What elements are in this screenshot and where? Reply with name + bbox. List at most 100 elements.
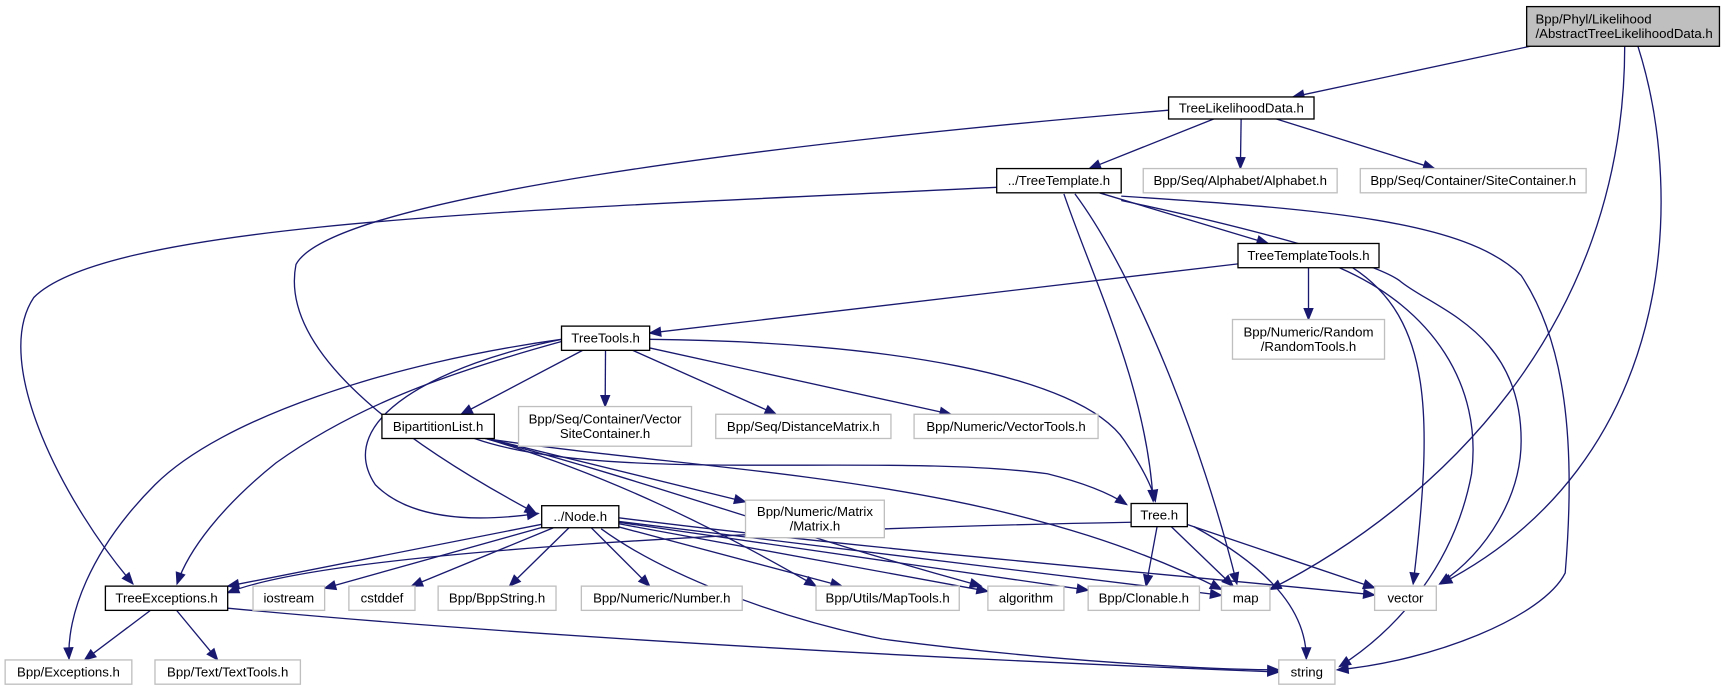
node-label: Bpp/BppString.h bbox=[449, 591, 545, 606]
node-box bbox=[1373, 585, 1437, 612]
node-ttt[interactable]: TreeTemplateTools.h bbox=[1237, 242, 1380, 269]
node-tools[interactable]: TreeTools.h bbox=[560, 325, 651, 352]
node-box bbox=[4, 659, 133, 685]
node-label: Bpp/Numeric/Number.h bbox=[593, 591, 730, 606]
edge-node-string bbox=[600, 528, 1279, 671]
node-box bbox=[1142, 167, 1338, 194]
node-box bbox=[252, 585, 326, 612]
node-tld[interactable]: TreeLikelihoodData.h bbox=[1167, 96, 1315, 120]
node-label: algorithm bbox=[999, 591, 1053, 606]
node-label: /RandomTools.h bbox=[1261, 339, 1357, 354]
node-box bbox=[517, 405, 693, 447]
node-box bbox=[437, 585, 557, 612]
edge-tt-texc bbox=[20, 186, 997, 585]
edge-tree-vector-arrowhead bbox=[1361, 579, 1377, 590]
node-box[interactable] bbox=[381, 413, 495, 440]
node-box[interactable] bbox=[541, 505, 620, 529]
node-texc[interactable]: TreeExceptions.h bbox=[104, 585, 229, 612]
edge-tools-exceptions-arrowhead bbox=[63, 647, 74, 661]
node-tree[interactable]: Tree.h bbox=[1130, 502, 1188, 528]
edge-node-cstddef-arrowhead bbox=[410, 576, 425, 587]
edge-node-vector-arrowhead bbox=[1362, 588, 1377, 599]
edge-node-clonable bbox=[618, 521, 1089, 591]
node-box bbox=[1278, 659, 1336, 685]
edge-tld-sitec bbox=[1276, 118, 1435, 170]
edge-tree-string bbox=[1193, 526, 1307, 659]
edge-node-map-arrowhead bbox=[1209, 588, 1223, 600]
node-rand: Bpp/Numeric/Random/RandomTools.h bbox=[1231, 318, 1386, 360]
edge-texc-texttools-arrowhead bbox=[206, 647, 219, 662]
node-label: BipartitionList.h bbox=[393, 419, 483, 434]
node-root[interactable]: Bpp/Phyl/Likelihood/AbstractTreeLikeliho… bbox=[1525, 5, 1721, 47]
nodes-layer: Bpp/Phyl/Likelihood/AbstractTreeLikeliho… bbox=[4, 5, 1721, 685]
node-node[interactable]: ../Node.h bbox=[541, 505, 620, 529]
edge-node-clonable-arrowhead bbox=[1075, 583, 1090, 594]
edge-tree-texc-arrowhead bbox=[226, 583, 241, 594]
edge-tools-exceptions bbox=[68, 338, 562, 659]
edge-root-tld bbox=[1292, 45, 1531, 98]
node-label: Bpp/Numeric/Random bbox=[1243, 325, 1373, 340]
edge-tools-texc bbox=[176, 340, 562, 585]
edge-tt-texc-arrowhead bbox=[121, 571, 134, 586]
node-texttools: Bpp/Text/TextTools.h bbox=[154, 659, 302, 685]
edge-tld-tt bbox=[1089, 118, 1214, 170]
edge-ttt-tools bbox=[649, 263, 1239, 334]
node-label: ../Node.h bbox=[553, 509, 607, 524]
edge-node-algorithm-arrowhead bbox=[975, 584, 990, 595]
node-box bbox=[1220, 585, 1271, 612]
node-box bbox=[580, 585, 743, 612]
node-box bbox=[1087, 585, 1201, 612]
node-maptools: Bpp/Utils/MapTools.h bbox=[815, 585, 960, 612]
node-box[interactable] bbox=[104, 585, 229, 612]
node-dist: Bpp/Seq/DistanceMatrix.h bbox=[715, 413, 892, 440]
edge-bip-matrix bbox=[487, 437, 746, 503]
node-matrix: Bpp/Numeric/Matrix/Matrix.h bbox=[744, 499, 885, 539]
edge-tree-texc bbox=[227, 521, 1132, 594]
node-label: Bpp/Phyl/Likelihood bbox=[1535, 12, 1651, 27]
edge-ttt-string bbox=[1338, 267, 1474, 668]
node-box bbox=[815, 585, 960, 612]
node-box[interactable] bbox=[996, 167, 1122, 194]
edge-tree-map bbox=[1170, 526, 1234, 587]
edge-tree-map-arrowhead bbox=[1221, 574, 1235, 588]
edge-texc-exceptions bbox=[84, 609, 151, 661]
edge-tools-bip bbox=[460, 349, 583, 415]
node-alpha: Bpp/Seq/Alphabet/Alphabet.h bbox=[1142, 167, 1338, 194]
edge-bip-matrix-arrowhead bbox=[733, 494, 747, 505]
edge-node-texc bbox=[227, 523, 542, 587]
edge-ttt-rand-arrowhead bbox=[1303, 307, 1314, 321]
edge-node-number-arrowhead bbox=[637, 574, 651, 588]
node-iostream: iostream bbox=[252, 585, 326, 612]
edge-node-bppstr bbox=[508, 527, 570, 587]
node-box[interactable] bbox=[1167, 96, 1315, 120]
node-box[interactable] bbox=[1130, 502, 1188, 528]
edge-tt-tree bbox=[1063, 193, 1154, 502]
edge-bip-map-arrowhead bbox=[1208, 579, 1223, 591]
node-box bbox=[987, 585, 1065, 612]
edge-ttt-vector bbox=[1352, 267, 1425, 585]
node-label: Bpp/Utils/MapTools.h bbox=[826, 591, 950, 606]
node-tt[interactable]: ../TreeTemplate.h bbox=[996, 167, 1122, 194]
node-vector: vector bbox=[1373, 585, 1437, 612]
node-map: map bbox=[1220, 585, 1271, 612]
node-bip[interactable]: BipartitionList.h bbox=[381, 413, 495, 440]
node-bppstr: Bpp/BppString.h bbox=[437, 585, 557, 612]
node-label: vector bbox=[1387, 591, 1424, 606]
node-label: cstddef bbox=[361, 591, 404, 606]
node-algorithm: algorithm bbox=[987, 585, 1065, 612]
edge-root-vector bbox=[1440, 46, 1662, 585]
edge-ttt-string-arrowhead bbox=[1338, 655, 1352, 668]
node-box[interactable] bbox=[560, 325, 651, 352]
node-box[interactable] bbox=[1525, 5, 1721, 47]
node-box[interactable] bbox=[1237, 242, 1380, 269]
node-box bbox=[348, 585, 416, 612]
node-label: /AbstractTreeLikelihoodData.h bbox=[1535, 26, 1712, 41]
node-label: TreeTools.h bbox=[571, 331, 640, 346]
node-label: Bpp/Numeric/VectorTools.h bbox=[926, 419, 1085, 434]
edge-tools-texc-arrowhead bbox=[175, 571, 186, 586]
node-exceptions: Bpp/Exceptions.h bbox=[4, 659, 133, 685]
edge-node-number bbox=[590, 527, 651, 587]
edge-texc-string bbox=[227, 607, 1279, 673]
edge-tt-string bbox=[1121, 195, 1570, 671]
